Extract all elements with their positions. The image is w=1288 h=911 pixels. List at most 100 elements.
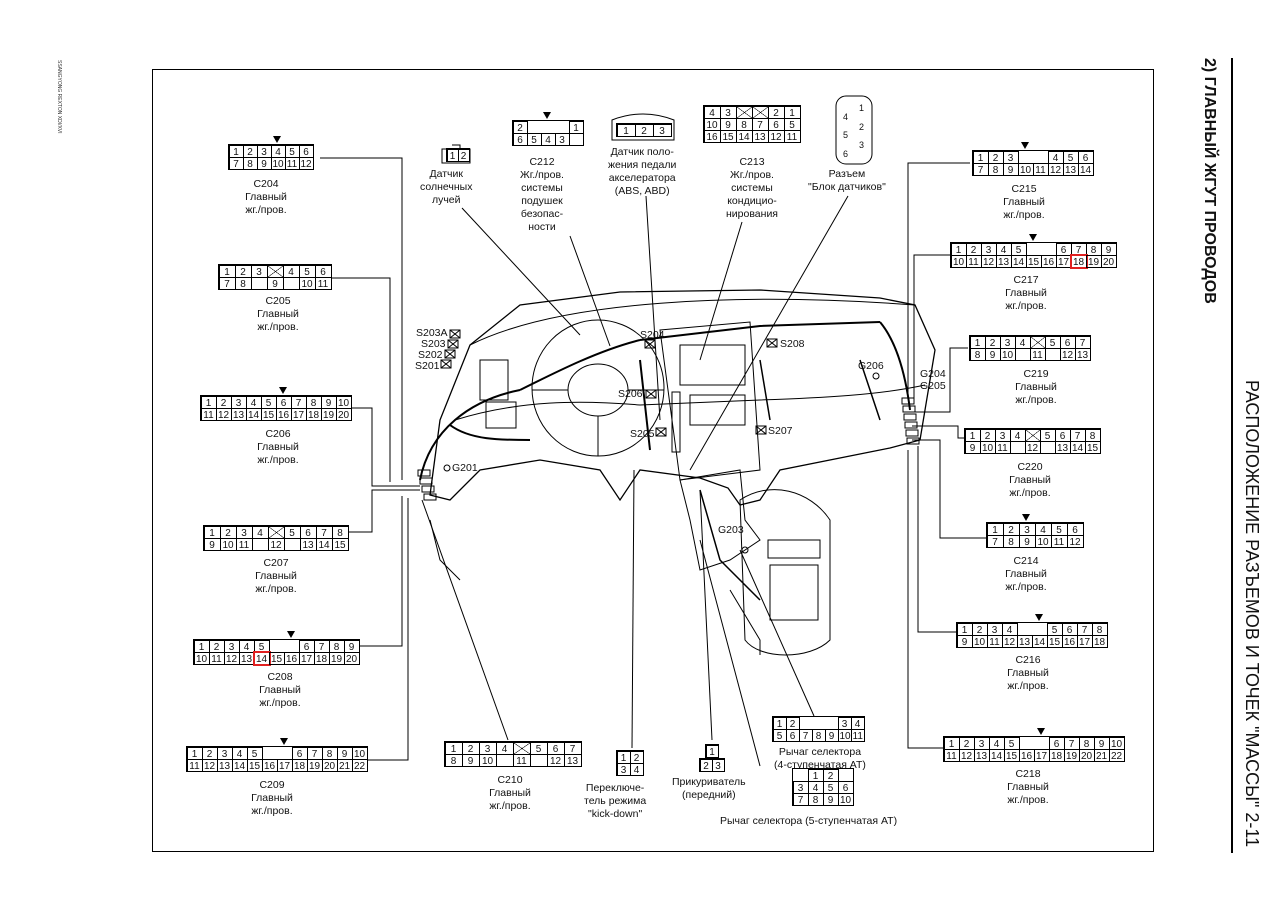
shifter-console: [739, 489, 831, 656]
pin-cell: 9: [266, 276, 284, 290]
connector-desc-c215: Главный жг./пров.: [1003, 196, 1045, 221]
pin-cell: 11: [783, 129, 801, 143]
g201-label: G201: [452, 462, 478, 474]
pin-cell: 11: [1032, 162, 1049, 176]
pin-cell: 13: [995, 254, 1012, 268]
kickdown-connector: 1 2 3 4: [616, 750, 644, 776]
sensor-pin-5: 5: [843, 130, 849, 140]
key-marker-icon: [1022, 514, 1030, 521]
pin: 3: [711, 758, 725, 772]
pin-cell: 11: [284, 156, 300, 170]
pin: 9: [824, 728, 839, 742]
pin-cell: 20: [1100, 254, 1117, 268]
pin-cell: 14: [245, 407, 262, 421]
pin-cell: 10: [1034, 534, 1052, 548]
pin-cell: 14: [988, 748, 1005, 762]
pin-cell: 12: [215, 407, 232, 421]
pin-cell: 17: [1033, 748, 1050, 762]
leader-c204: [320, 157, 403, 480]
pin-cell: [529, 753, 548, 767]
pin-cell: 10: [971, 634, 988, 648]
pin-cell: 9: [1002, 162, 1019, 176]
pin-cell: 17: [1055, 254, 1072, 268]
connector-desc-c207: Главный жг./пров.: [255, 570, 297, 595]
sensor-block-shape: [835, 95, 873, 165]
pin-cell: 16: [703, 129, 721, 143]
pedal-sensor-label: Датчик поло- жения педали акселератора (…: [608, 146, 677, 197]
pin-cell: 12: [546, 753, 565, 767]
key-marker-icon: [279, 738, 288, 745]
key-marker-icon: [1020, 142, 1029, 149]
g206-label: G206: [858, 360, 884, 372]
s205-label: S205: [630, 428, 655, 440]
pin-cell: [250, 276, 268, 290]
connector-desc-c206: Главный жг./пров.: [257, 441, 299, 466]
pin-cell: 13: [230, 407, 247, 421]
pin-cell: 13: [1074, 347, 1091, 361]
key-marker-icon: [1034, 614, 1043, 621]
pin: 10: [837, 792, 854, 806]
pin-cell: 11: [314, 276, 332, 290]
pin-cell: 14: [1010, 254, 1027, 268]
pin-cell: 10: [478, 753, 497, 767]
sensor-pin-6: 6: [843, 149, 849, 159]
pin-cell: 16: [1061, 634, 1078, 648]
leader-sun: [461, 207, 581, 336]
connector-id-c212: C212: [529, 156, 555, 168]
pin-cell: 14: [735, 129, 753, 143]
pedal-connector-shape: [611, 113, 675, 141]
connector-desc-c210: Главный жг./пров.: [489, 787, 531, 812]
leader-kickdown: [631, 469, 635, 749]
s203-label: S203: [421, 338, 446, 350]
leader-sel5: [699, 539, 761, 767]
connector-desc-c216: Главный жг./пров.: [1007, 667, 1049, 692]
connector-desc-c219: Главный жг./пров.: [1015, 381, 1057, 406]
key-marker-icon: [1036, 728, 1045, 735]
lighter-connector-bottom: 2 3: [699, 758, 725, 772]
dashboard-inner: [454, 384, 926, 421]
pin-cell: 13: [238, 651, 255, 665]
connector-id-c219: C219: [1023, 368, 1049, 380]
pin-cell: 10: [1017, 162, 1034, 176]
pin-cell: 18: [313, 651, 330, 665]
pin-cell: 14: [1069, 440, 1086, 454]
leader-c206: [350, 407, 420, 487]
pin-cell: 9: [1018, 534, 1036, 548]
leader-blok: [689, 195, 849, 471]
pin-cell: 15: [331, 537, 349, 551]
leader-pedal: [645, 195, 661, 421]
sensor-pin-1: 1: [859, 103, 865, 113]
connector-desc-c218: Главный жг./пров.: [1007, 781, 1049, 806]
connector-desc-c214: Главный жг./пров.: [1005, 568, 1047, 593]
kickdown-label: Переключе- тель режима "kick-down": [584, 782, 647, 820]
pin-cell: 11: [994, 440, 1011, 454]
connector-id-c208: C208: [267, 671, 293, 683]
pin-cell: 12: [201, 758, 218, 772]
pin-cell: [282, 276, 300, 290]
pin-cell: 14: [252, 650, 271, 666]
connector-desc-c204: Главный жг./пров.: [245, 191, 287, 216]
pin-cell: 18: [1091, 634, 1108, 648]
pin-cell: 14: [231, 758, 248, 772]
pin-cell: 11: [512, 753, 531, 767]
s201-label: S201: [415, 360, 440, 372]
leader-c220: [912, 425, 964, 439]
key-marker-icon: [278, 387, 287, 394]
sun-sensor-label: Датчик солнечных лучей: [420, 168, 473, 206]
pin: 11: [850, 728, 865, 742]
connector-id-c207: C207: [263, 557, 289, 569]
pin: 10: [837, 728, 852, 742]
pin-cell: 13: [973, 748, 990, 762]
connector-desc-c205: Главный жг./пров.: [257, 308, 299, 333]
pin-cell: 18: [291, 758, 308, 772]
pin-cell: [495, 753, 514, 767]
pin-cell: 11: [986, 634, 1003, 648]
g205-label: G205: [920, 380, 946, 392]
pin-cell: 18: [1048, 748, 1065, 762]
